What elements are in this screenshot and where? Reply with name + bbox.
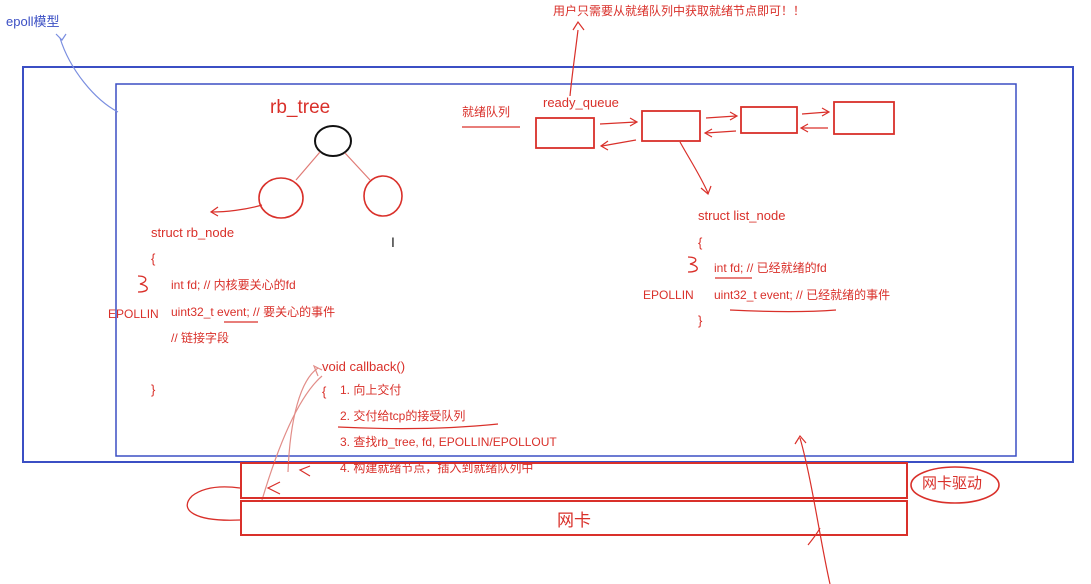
list-node-open-brace: { — [698, 235, 703, 250]
nic-up-arrowhead-left — [266, 481, 281, 495]
rb-tree-right-node — [363, 175, 403, 217]
callback-step-3: 3. 查找rb_tree, fd, EPOLLIN/EPOLLOUT — [340, 435, 557, 449]
list-node-struct-header: struct list_node — [698, 208, 786, 223]
bottom-tick — [807, 527, 821, 546]
callback-arc-2 — [261, 375, 323, 501]
bottom-up-arrowhead — [794, 434, 807, 445]
title-pointer-arrow — [59, 37, 119, 113]
nic-driver-box — [240, 462, 908, 499]
top-note-pointer-arrowhead — [572, 20, 585, 31]
list-node-pointer-arrow — [679, 141, 709, 194]
rb-node-epollin-label: EPOLLIN — [108, 307, 159, 321]
rb-node-close-brace: } — [151, 382, 156, 397]
list-node-pointer-arrowhead — [700, 185, 712, 196]
nic-driver-label: 网卡驱动 — [922, 475, 983, 492]
list-node-epollin-label: EPOLLIN — [643, 288, 694, 302]
nic-label: 网卡 — [557, 510, 591, 530]
nic-box: 网卡 — [240, 500, 908, 536]
queue-node-1 — [535, 117, 595, 149]
queue-node-2 — [641, 110, 701, 142]
top-note: 用户只需要从就绪队列中获取就绪节点即可！！ — [553, 4, 806, 18]
left-brace-scribble — [137, 275, 148, 293]
callback-signature: void callback() — [322, 359, 406, 374]
list-node-fd-field: int fd; // 已经就绪的fd — [714, 261, 827, 275]
rb-tree-root-node — [314, 125, 352, 157]
top-note-pointer-arrow — [569, 29, 579, 97]
rb-tree-left-edge — [295, 151, 321, 181]
list-node-close-brace: } — [698, 313, 703, 328]
title-pointer-arrowhead — [55, 33, 67, 41]
nic-driver-ellipse — [910, 466, 1000, 504]
inner-frame — [115, 83, 1017, 457]
diagram-title: epoll模型 — [6, 14, 60, 29]
ready-queue-cn-label: 就绪队列 — [462, 105, 511, 119]
rb-tree-label: rb_tree — [270, 97, 331, 118]
rb-node-event-field: uint32_t event; // 要关心的事件 — [171, 305, 336, 319]
rb-node-link-comment: // 链接字段 — [171, 331, 230, 345]
event-underline-right — [729, 309, 837, 313]
queue-links — [599, 107, 831, 151]
right-brace-scribble — [687, 256, 698, 273]
callback-step-2: 2. 交付给tcp的接受队列 — [340, 409, 466, 423]
rb-tree-left-node — [258, 177, 304, 219]
queue-node-3 — [740, 106, 798, 134]
callback-arc-arrowhead — [312, 364, 323, 377]
ready-queue-label: ready_queue — [543, 95, 619, 110]
rb-node-pointer-arrowhead — [209, 206, 219, 217]
text-cursor-mark: I — [391, 234, 395, 250]
rb-node-open-brace: { — [151, 251, 156, 266]
callback-step-1: 1. 向上交付 — [340, 383, 402, 397]
step2-underline — [337, 423, 499, 430]
bottom-up-arrow — [799, 437, 831, 584]
rb-node-pointer-arrow — [211, 204, 263, 213]
nic-up-arrowhead-inner — [298, 465, 311, 477]
rb-tree-right-edge — [344, 152, 371, 181]
queue-node-4 — [833, 101, 895, 135]
callback-open-brace: { — [322, 384, 327, 399]
rb-node-struct-header: struct rb_node — [151, 225, 235, 240]
callback-arc-1 — [287, 367, 319, 473]
outer-frame — [22, 66, 1074, 463]
rb-node-fd-field: int fd; // 内核要关心的fd — [171, 278, 296, 292]
nic-loop-arrow — [186, 486, 241, 521]
list-node-event-field: uint32_t event; // 已经就绪的事件 — [714, 288, 891, 302]
callback-step-4: 4. 构建就绪节点，插入到就绪队列中 — [340, 461, 534, 475]
